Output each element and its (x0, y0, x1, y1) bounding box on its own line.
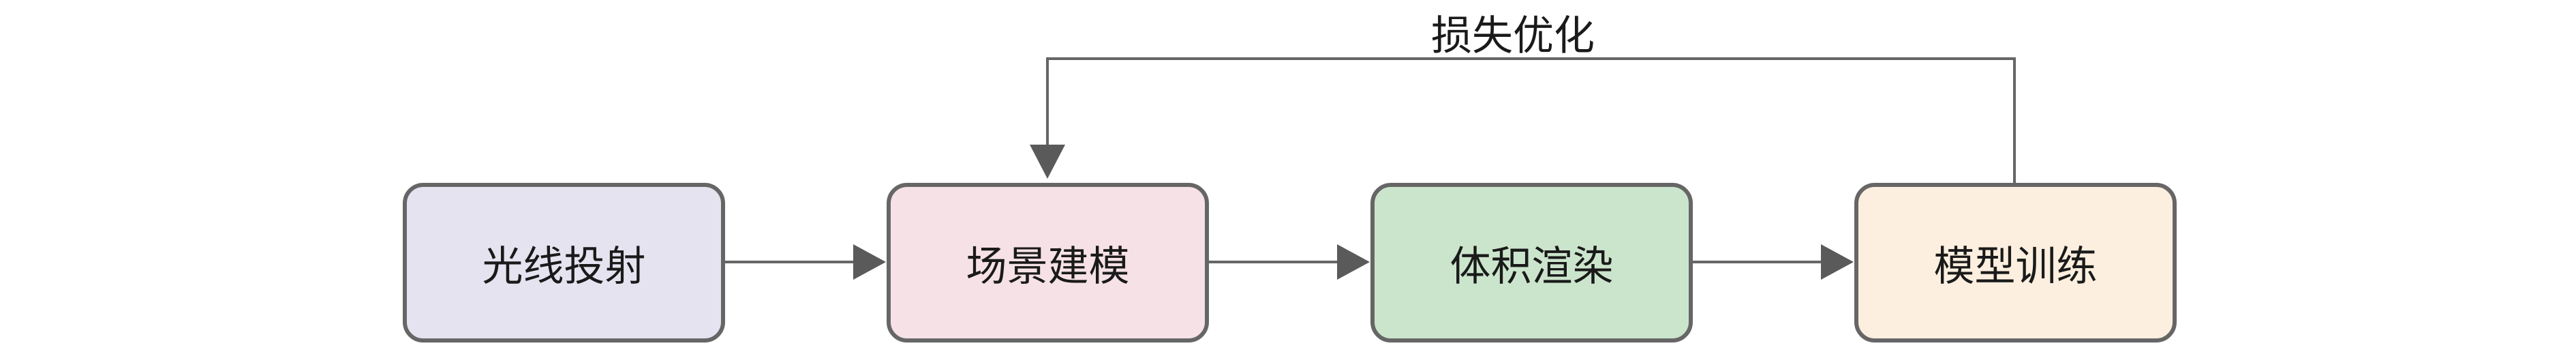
arrow-head-1 (853, 244, 886, 280)
node-ray-casting: 光线投射 (403, 183, 725, 342)
arrow-head-2 (1337, 244, 1370, 280)
arrow-head-3 (1821, 244, 1854, 280)
feedback-loop-line (1046, 57, 2016, 183)
node-model-training: 模型训练 (1854, 183, 2177, 342)
node-label: 体积渲染 (1450, 242, 1614, 291)
node-label: 模型训练 (1933, 242, 2098, 291)
feedback-loop-label: 损失优化 (1431, 12, 1595, 60)
feedback-arrow-head (1030, 145, 1065, 179)
node-label: 场景建模 (966, 242, 1130, 291)
node-label: 光线投射 (482, 242, 646, 291)
node-volume-rendering: 体积渲染 (1370, 183, 1693, 342)
node-scene-modeling: 场景建模 (887, 183, 1209, 342)
